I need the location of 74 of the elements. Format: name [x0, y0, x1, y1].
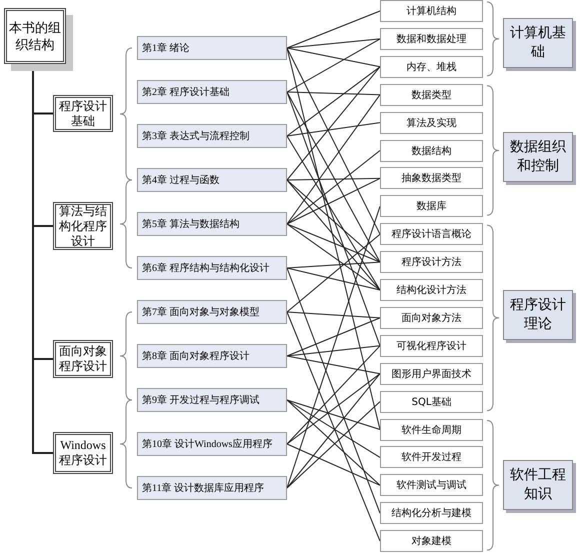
chapter-box: 第2章 程序设计基础 [137, 80, 287, 104]
topic-box: 抽象数据类型 [380, 167, 483, 190]
connector-line [286, 373, 380, 488]
topic-box: 内存、堆栈 [380, 56, 483, 78]
chapter-box: 第3章 表达式与流程控制 [137, 124, 287, 148]
connector-line [286, 178, 380, 224]
topic-box: 面向对象方法 [380, 306, 483, 329]
connector-line [286, 317, 380, 356]
part-box: 算法与结构化程序设计 [53, 202, 113, 250]
chapter-box: 第4章 过程与函数 [137, 168, 287, 192]
connector-line [286, 268, 380, 290]
connector-line [286, 345, 380, 356]
connector-line [286, 66, 380, 180]
topic-box: 计算机结构 [380, 0, 483, 22]
connector-line [286, 136, 380, 290]
connector-line [286, 180, 380, 290]
chapter-box: 第11章 设计数据库应用程序 [137, 476, 287, 500]
connector-line [286, 312, 380, 318]
connector-line [286, 48, 380, 235]
chapter-box: 第10章 设计Windows应用程序 [137, 432, 287, 456]
connector-line [286, 268, 380, 514]
chapter-box: 第9章 开发过程与程序调试 [137, 388, 287, 412]
connector-line [286, 94, 380, 224]
topic-box: 程序设计语言概论 [380, 223, 483, 246]
topic-box: 图形用户界面技术 [380, 362, 483, 385]
topic-box: 软件生命周期 [380, 418, 483, 440]
connector-line [286, 373, 380, 444]
connector-line [286, 10, 380, 48]
connector-line [286, 312, 380, 542]
category-box: 数据组织和控制 [503, 132, 573, 182]
topic-box: 数据和数据处理 [380, 28, 483, 50]
category-box: 软件工程知识 [503, 460, 573, 510]
connector-line [286, 224, 380, 263]
chapter-box: 第5章 算法与数据结构 [137, 212, 287, 236]
topic-box: 数据类型 [380, 84, 483, 106]
connector-line [286, 444, 380, 486]
connector-line [286, 234, 380, 312]
connector-line [286, 262, 380, 268]
chapter-box: 第7章 面向对象与对象模型 [137, 300, 287, 324]
part-box: 面向对象程序设计 [53, 340, 113, 378]
topic-box: 数据结构 [380, 140, 483, 162]
connector-line [286, 178, 380, 180]
connector-line [286, 400, 380, 430]
topic-box: 程序设计方法 [380, 251, 483, 274]
topic-box: 对象建模 [380, 530, 483, 552]
chapter-box: 第6章 程序结构与结构化设计 [137, 256, 287, 280]
topic-box: 结构化分析与建模 [380, 502, 483, 524]
connector-line [286, 92, 380, 263]
topic-box: 数据库 [380, 195, 483, 218]
part-box: 程序设计基础 [53, 95, 113, 132]
connector-line [286, 224, 380, 290]
connector-line [286, 356, 380, 374]
connector-line [286, 180, 380, 263]
chapter-box: 第8章 面向对象程序设计 [137, 344, 287, 368]
chapter-box: 第1章 绪论 [137, 36, 287, 60]
part-box: Windows程序设计 [53, 432, 113, 474]
connector-line [286, 66, 380, 136]
category-box: 计算机基础 [503, 18, 573, 68]
category-box: 程序设计理论 [503, 290, 573, 340]
connector-line [286, 92, 380, 96]
topic-box: 结构化设计方法 [380, 279, 483, 301]
connector-line [286, 206, 380, 488]
connector-line [286, 38, 380, 48]
connector-line [286, 48, 380, 68]
topic-box: 软件开发过程 [380, 446, 483, 468]
topic-box: SQL基础 [380, 390, 483, 413]
topic-box: 可视化程序设计 [380, 334, 483, 357]
connector-line [286, 122, 380, 136]
connector-line [286, 345, 380, 444]
connector-line [286, 400, 380, 458]
topic-box: 算法及实现 [380, 112, 483, 134]
topic-box: 软件测试与调试 [380, 474, 483, 496]
connector-line [286, 38, 380, 92]
connector-line [286, 150, 380, 224]
